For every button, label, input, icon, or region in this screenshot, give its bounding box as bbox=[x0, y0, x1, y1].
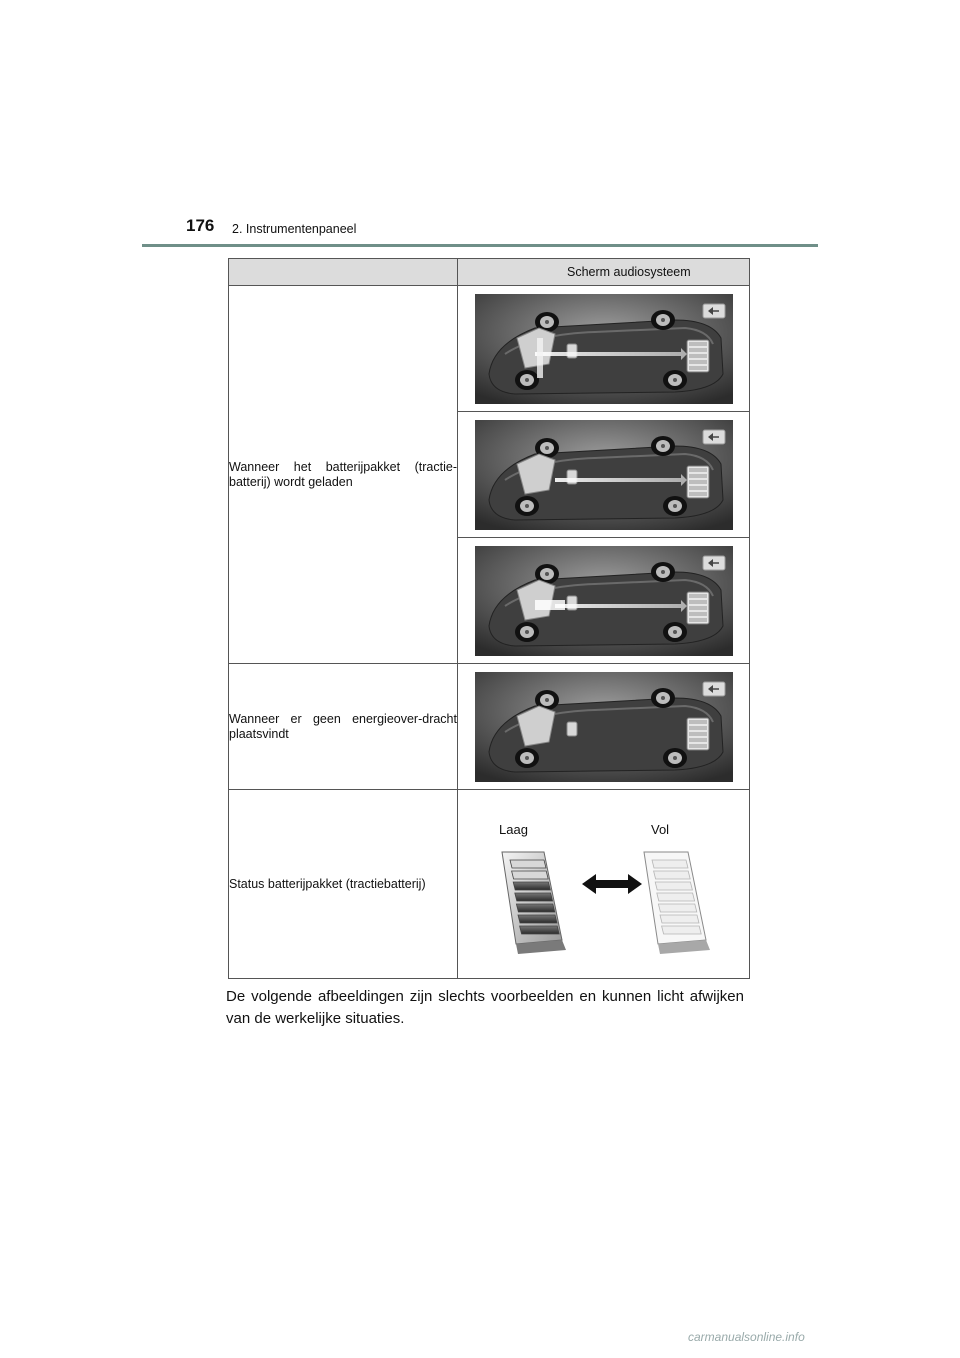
watermark: carmanualsonline.info bbox=[688, 1330, 805, 1344]
table-header-row: Scherm audiosysteem bbox=[228, 258, 750, 286]
car-energy-screen bbox=[474, 419, 733, 530]
header-rule bbox=[142, 244, 818, 247]
screen-image-charging-3 bbox=[457, 537, 750, 664]
energy-monitor-table: Scherm audiosysteem Wanneer het batterij… bbox=[228, 258, 750, 979]
battery-low-label: Laag bbox=[499, 822, 528, 837]
table-row: Status batterijpakket (tractiebatterij) … bbox=[228, 789, 750, 979]
row-label-charging: Wanneer het batterijpakket (tractie-batt… bbox=[228, 285, 458, 664]
car-energy-screen bbox=[474, 545, 733, 656]
battery-low-icon bbox=[501, 851, 566, 954]
battery-full-icon bbox=[643, 851, 710, 954]
page-number: 176 bbox=[186, 216, 215, 235]
screen-image-charging-1 bbox=[457, 285, 750, 412]
table-row bbox=[229, 411, 750, 538]
double-arrow-icon bbox=[582, 874, 642, 894]
battery-status-illustration: Laag Vol bbox=[457, 789, 750, 979]
car-energy-screen bbox=[474, 671, 733, 782]
section-title: 2. Instrumentenpaneel bbox=[232, 222, 357, 236]
battery-gauge-graphic bbox=[501, 851, 710, 954]
table-row: Wanneer er geen energieover-dracht plaat… bbox=[228, 663, 750, 790]
row-label-no-transfer: Wanneer er geen energieover-dracht plaat… bbox=[228, 663, 458, 790]
table-header-empty bbox=[228, 258, 458, 286]
table-row bbox=[229, 537, 750, 664]
table-header-audio-screen: Scherm audiosysteem bbox=[457, 258, 750, 286]
screen-image-no-transfer bbox=[457, 663, 750, 790]
car-energy-screen bbox=[474, 293, 733, 404]
table-row: Wanneer het batterijpakket (tractie-batt… bbox=[228, 285, 750, 664]
battery-full-label: Vol bbox=[651, 822, 670, 837]
row-label-battery-status: Status batterijpakket (tractiebatterij) bbox=[228, 789, 458, 979]
caption-text: De volgende afbeeldingen zijn slechts vo… bbox=[226, 988, 744, 1027]
screen-image-charging-2 bbox=[457, 411, 750, 538]
